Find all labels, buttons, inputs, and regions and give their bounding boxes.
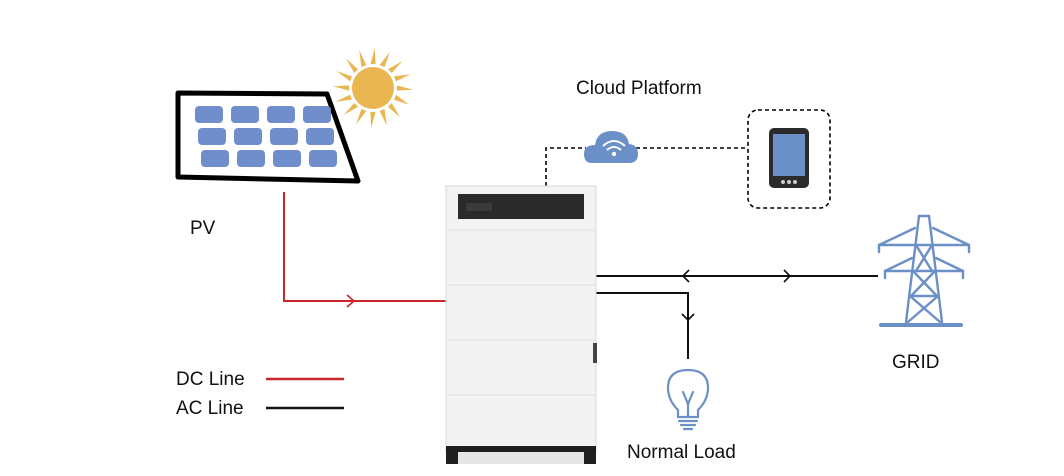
sun-ray: [370, 111, 376, 128]
sun-ray: [394, 74, 411, 82]
panel-cell: [309, 150, 337, 167]
panel-cell: [201, 150, 229, 167]
sun-ray: [388, 61, 403, 73]
legend-ac-label: AC Line: [176, 398, 244, 419]
panel-cell: [237, 150, 265, 167]
sun-ray: [396, 85, 413, 91]
panel-cell: [234, 128, 262, 145]
lightbulb-icon: [666, 368, 710, 431]
panel-cell: [267, 106, 295, 123]
dc-line: [283, 192, 446, 308]
transmission-tower-icon: [877, 214, 971, 327]
sun-ray: [346, 58, 358, 73]
sun-ray: [335, 94, 352, 102]
panel-cell: [270, 128, 298, 145]
panel-cell: [231, 106, 259, 123]
grid-label: GRID: [892, 352, 940, 373]
panel-cell: [273, 150, 301, 167]
cloud-link-lines: [545, 147, 748, 186]
sun-ray: [336, 71, 352, 82]
sun-ray: [343, 103, 358, 115]
inverter-cabinet: [445, 185, 597, 464]
sun-icon: [333, 48, 413, 128]
cloud-platform-label: Cloud Platform: [576, 78, 702, 99]
ac-lines: [596, 269, 878, 359]
sun-ray: [333, 85, 350, 91]
legend: DC Line AC Line: [176, 369, 344, 419]
sun-ray: [388, 103, 400, 118]
cloud-wifi-icon: [584, 131, 638, 163]
sun-ray: [356, 109, 367, 125]
legend-dc-label: DC Line: [176, 369, 245, 390]
normal-load-label: Normal Load: [627, 442, 736, 463]
sun-ray: [394, 94, 410, 105]
panel-cell: [198, 128, 226, 145]
smartphone-icon: [747, 109, 831, 209]
solar-panel-icon: [175, 90, 361, 184]
panel-cell: [303, 106, 331, 123]
panel-cell: [195, 106, 223, 123]
panel-cell: [306, 128, 334, 145]
sun-ray: [379, 109, 387, 126]
sun-ray: [379, 51, 390, 67]
sun-ray: [370, 48, 376, 65]
pv-label: PV: [190, 218, 216, 239]
sun-ray: [359, 50, 367, 67]
